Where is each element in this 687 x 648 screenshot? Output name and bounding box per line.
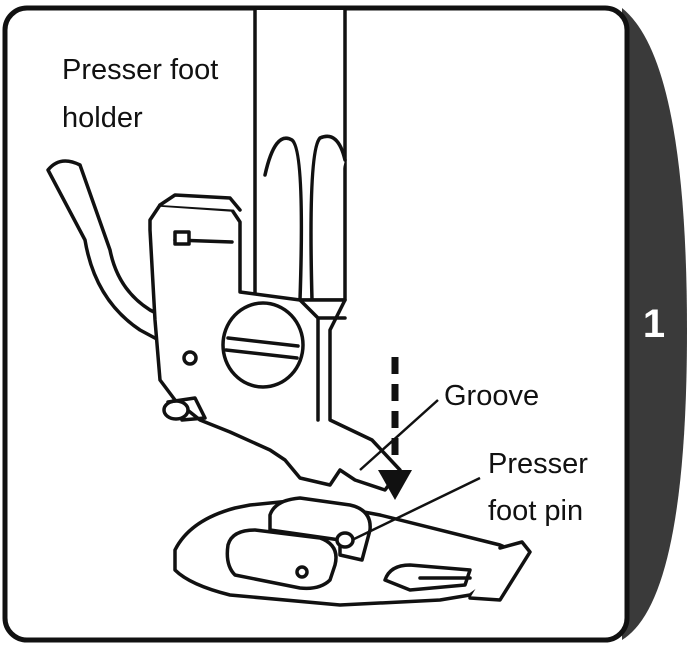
label-groove: Groove (444, 380, 540, 412)
down-arrow-icon (378, 470, 412, 500)
label-presser-foot-pin-line1: Presser (488, 448, 588, 480)
holder-screw (221, 301, 305, 389)
screw-slot (224, 336, 300, 360)
pin-leader-line (351, 476, 481, 542)
holder-edge (298, 298, 347, 422)
lever-arm (46, 159, 212, 367)
holder-slot (173, 230, 191, 246)
label-presser-foot-holder-line1: Presser foot (62, 54, 219, 86)
foot-screw-dot (295, 565, 309, 579)
presser-foot-illustration (46, 8, 532, 607)
foot-slot (383, 563, 472, 592)
groove-leader-line (359, 399, 439, 471)
label-presser-foot-holder-line2: holder (62, 102, 143, 134)
step-number: 1 (642, 302, 666, 346)
label-presser-foot-pin-line2: foot pin (488, 495, 584, 527)
screw-hole (182, 350, 198, 366)
step-tab (622, 8, 687, 640)
presser-bar-lobes (263, 134, 347, 302)
foot-toe (468, 540, 532, 602)
presser-foot-pin (335, 531, 355, 549)
foot-shank-lower (225, 528, 338, 591)
